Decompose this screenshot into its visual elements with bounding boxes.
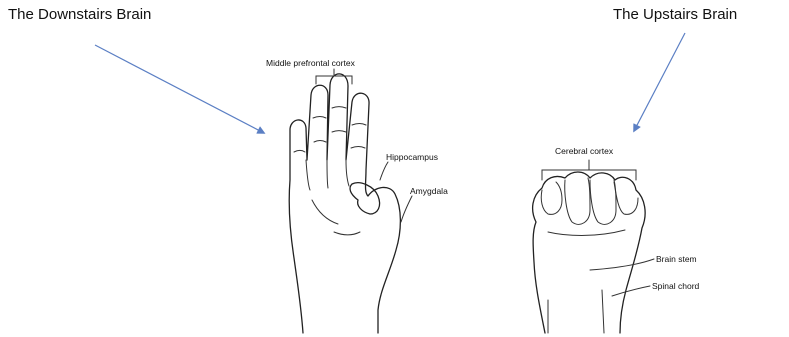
spinal-chord-label: Spinal chord: [652, 281, 700, 291]
fist-illustration: [533, 160, 654, 333]
middle-prefrontal-cortex-label: Middle prefrontal cortex: [266, 58, 356, 68]
cerebral-cortex-label: Cerebral cortex: [555, 146, 614, 156]
downstairs-arrow: [95, 45, 264, 133]
open-hand-illustration: [289, 69, 412, 333]
amygdala-label: Amygdala: [410, 186, 448, 196]
brain-stem-label: Brain stem: [656, 254, 697, 264]
hippocampus-label: Hippocampus: [386, 152, 438, 162]
upstairs-arrow: [634, 33, 685, 131]
